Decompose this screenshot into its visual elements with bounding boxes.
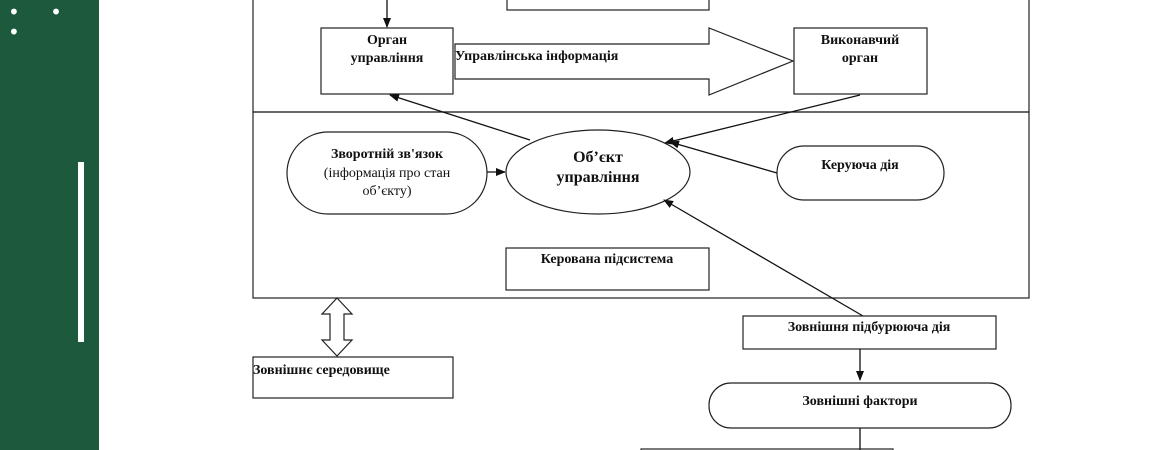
control-organ-line2: управління: [351, 51, 424, 66]
arrow-action-to-object: [669, 140, 778, 174]
feedback-node: Зворотній зв'язок (інформація про стан о…: [286, 131, 488, 215]
top-partial-box: [506, 0, 710, 11]
control-object-node: Об’єкт управління: [505, 129, 691, 215]
external-factors-node: Зовнішні фактори: [708, 382, 1012, 429]
managed-subsystem-box: Керована підсистема: [505, 247, 710, 291]
double-arrow-environment: [320, 297, 354, 357]
control-object-line1: Об’єкт: [573, 149, 623, 166]
managed-subsystem-frame: [252, 111, 1030, 299]
control-action-label: Керуюча дія: [821, 158, 899, 173]
control-organ-line1: Орган: [367, 33, 407, 48]
arrow-object-to-control-organ: [389, 93, 531, 141]
executive-organ-box: Виконавчий орган: [793, 27, 928, 95]
external-environment-box: Зовнішнє середовище: [252, 356, 454, 399]
arrow-disturbance-to-object: [663, 199, 864, 317]
executive-organ-line2: орган: [842, 51, 878, 66]
feedback-line2: (інформація про стан: [324, 166, 451, 181]
external-disturbance-box: Зовнішня підбурююча дія: [742, 315, 997, 350]
external-factors-label: Зовнішні фактори: [802, 394, 917, 409]
arrow-executive-to-object: [664, 94, 861, 145]
feedback-line1: Зворотній зв'язок: [331, 147, 444, 162]
external-disturbance-label: Зовнішня підбурююча дія: [788, 320, 951, 335]
dots-decoration: • • •: [8, 0, 74, 44]
feedback-line3: об’єкту): [362, 184, 411, 199]
vertical-bar-decoration: [78, 162, 84, 342]
sidebar-panel: • • •: [0, 0, 99, 450]
control-action-node: Керуюча дія: [776, 145, 945, 201]
executive-organ-line1: Виконавчий: [821, 33, 899, 48]
external-environment-label: Зовнішнє середовище: [253, 363, 390, 378]
control-info-label: Управлінська інформація: [455, 49, 619, 64]
control-info-arrow: Управлінська інформація: [454, 27, 795, 96]
control-object-line2: управління: [556, 169, 639, 186]
managed-subsystem-label: Керована підсистема: [541, 252, 673, 267]
bottom-partial-box: [640, 448, 894, 450]
control-organ-box: Орган управління: [320, 27, 454, 95]
